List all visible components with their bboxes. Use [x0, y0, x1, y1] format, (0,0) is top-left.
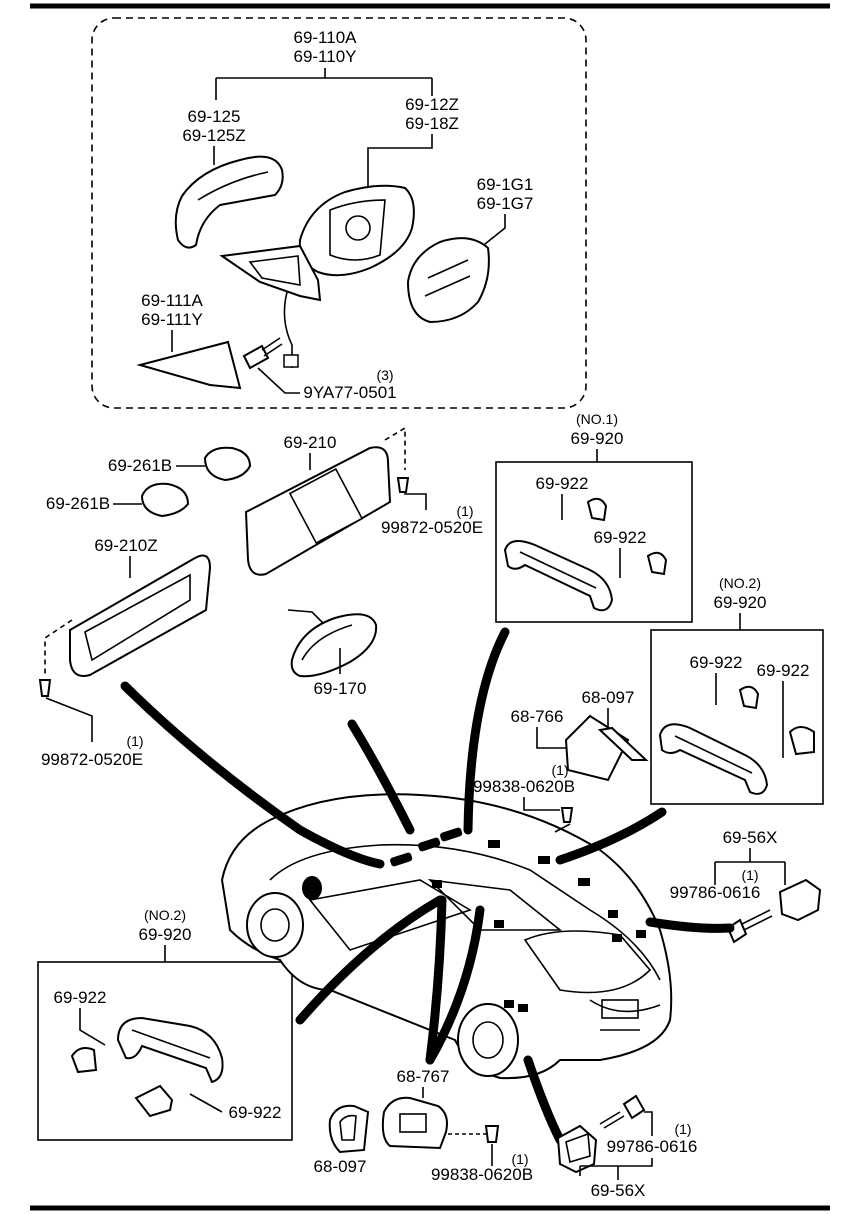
label-grip-no2r-cap-a: 69-922 [690, 653, 743, 672]
label-grip-no2l: 69-920 [139, 925, 192, 944]
grip-no2r-handle [658, 723, 769, 795]
grip-no2l-cap-a-shape [70, 1047, 98, 1074]
label-map-lamp-screw-qty: (1) [551, 762, 568, 778]
label-visor-right-screw: 99872-0520E [381, 518, 483, 537]
label-mirror-body-1: 69-12Z [405, 95, 459, 114]
bottom-lamp-housing-shape [381, 1096, 448, 1150]
label-grip-no2r-cap-b: 69-922 [757, 661, 810, 680]
label-visor-clip-a: 69-261B [108, 456, 172, 475]
label-grip-no2l-cap-a: 69-922 [54, 988, 107, 1007]
grip-no1-box [495, 461, 693, 623]
grip-no1-group: (NO.1) 69-920 69-922 69-922 [495, 411, 693, 623]
bottom-lamp-screw-shape [484, 1125, 500, 1143]
label-bottom-lamp-screw-qty: (1) [511, 1151, 528, 1167]
label-bottom-hook-bolt: 99786-0616 [607, 1137, 698, 1156]
grip-no1-cap-b-shape [646, 551, 668, 576]
label-mirror-bolt: 9YA77-0501 [303, 383, 396, 402]
label-bottom-lamp-screw: 99838-0620B [431, 1165, 533, 1184]
mirror-body-shape [298, 184, 415, 277]
garnish-shape [136, 340, 242, 390]
bottom-hook-bolt-shape [622, 1094, 646, 1120]
label-rear-hook-bolt-qty: (1) [741, 867, 758, 883]
map-lamp-group: 68-766 68-097 (1) 99838-0620B [473, 688, 649, 823]
grip-no2l-handle [116, 1016, 224, 1084]
label-mirror-cover-2: 69-125Z [182, 126, 245, 145]
label-visor-left-screw: 99872-0520E [41, 750, 143, 769]
mirror-base-shape [219, 244, 322, 302]
grip-no1-handle [503, 540, 614, 612]
label-grip-no1: 69-920 [571, 429, 624, 448]
label-rear-hook-bolt: 99786-0616 [670, 883, 761, 902]
bottom-lamp-lens-shape [328, 1104, 370, 1154]
label-mirror-glass-1: 69-1G1 [477, 175, 534, 194]
grip-no1-cap-a-shape [586, 497, 608, 522]
sun-visor-group: 69-261B 69-261B 69-210 (1) 99872-0520E 6… [38, 426, 483, 769]
grip-no2r-cap-a-shape [738, 685, 760, 710]
map-lamp-screw-shape [560, 807, 574, 823]
rear-hook-shape [778, 878, 822, 922]
label-grip-no2l-cap-b: 69-922 [229, 1103, 282, 1122]
label-visor-right-screw-qty: (1) [456, 503, 473, 519]
label-visor-right: 69-210 [284, 433, 337, 452]
label-mirror-glass-2: 69-1G7 [477, 194, 534, 213]
map-lamp-lens-shape [597, 726, 649, 761]
bottom-lamp-group: 68-767 68-097 (1) 99838-0620B [314, 1067, 534, 1184]
label-garnish-1: 69-111A [141, 291, 203, 310]
label-mirror-assembly-1: 69-110A [293, 28, 357, 47]
grip-no2r-box [650, 629, 824, 805]
bottom-hook-group: (1) 99786-0616 69-56X [556, 1094, 698, 1200]
label-mirror-body-2: 69-18Z [405, 114, 459, 133]
rear-mirror-group: 69-170 [287, 609, 378, 698]
label-grip-no1-cap-b: 69-922 [594, 528, 647, 547]
grip-no2r-cap-b-shape [788, 726, 815, 756]
visor-clip-a-shape [203, 446, 252, 482]
label-rear-mirror: 69-170 [314, 679, 367, 698]
label-mirror-bolt-qty: (3) [376, 367, 393, 383]
mirror-bolt-shape [242, 344, 270, 370]
grip-no2l-cap-b-shape [134, 1084, 174, 1118]
label-grip-no2r-tag: (NO.2) [719, 575, 761, 591]
mirror-glass-shape [406, 237, 490, 324]
bottom-hook-shape [556, 1124, 598, 1174]
label-visor-left: 69-210Z [94, 536, 157, 555]
door-mirror-group: 69-110A 69-110Y 69-125 69-125Z 69-12Z 69… [91, 17, 587, 409]
vehicle-body [220, 793, 673, 1080]
label-grip-no1-cap-a: 69-922 [536, 474, 589, 493]
label-bottom-lamp-housing: 68-767 [397, 1067, 450, 1086]
visor-left-shape [69, 554, 212, 677]
rear-mirror-shape [290, 613, 378, 678]
label-map-lamp-screw: 99838-0620B [473, 777, 575, 796]
visor-right-screw-shape [396, 477, 410, 493]
grip-no2-left-group: (NO.2) 69-920 69-922 69-922 [37, 907, 293, 1141]
label-visor-left-screw-qty: (1) [126, 733, 143, 749]
label-grip-no2l-tag: (NO.2) [144, 907, 186, 923]
label-map-lamp-housing: 68-766 [511, 707, 564, 726]
label-grip-no2r: 69-920 [714, 593, 767, 612]
label-visor-clip-b: 69-261B [46, 494, 110, 513]
label-map-lamp-lens: 68-097 [582, 688, 635, 707]
visor-left-screw-shape [38, 679, 52, 697]
label-bottom-hook-bolt-qty: (1) [674, 1121, 691, 1137]
mirror-cover-shape [174, 155, 284, 249]
rear-mirror-stem [287, 609, 327, 627]
label-garnish-2: 69-111Y [141, 310, 203, 329]
grip-no2l-box [37, 961, 293, 1141]
label-bottom-hook: 69-56X [591, 1181, 646, 1200]
label-grip-no1-tag: (NO.1) [576, 411, 618, 427]
visor-clip-b-shape [140, 482, 190, 518]
label-bottom-lamp-lens: 68-097 [314, 1157, 367, 1176]
label-rear-hook: 69-56X [723, 828, 778, 847]
grip-no2-right-group: (NO.2) 69-920 69-922 69-922 [650, 575, 824, 805]
leader-strokes [120, 627, 735, 1145]
label-mirror-cover-1: 69-125 [188, 107, 241, 126]
label-mirror-assembly-2: 69-110Y [293, 47, 356, 66]
